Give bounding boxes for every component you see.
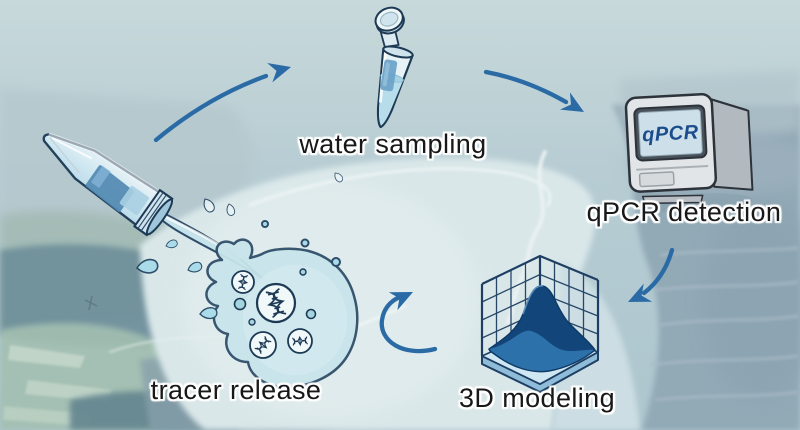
label-water-sampling: water sampling [299, 129, 487, 159]
gaussian-surface [488, 285, 596, 373]
device-screen-text: qPCR [642, 121, 700, 146]
water-streaks [649, 246, 799, 402]
label-3d-modeling: 3D modeling [459, 383, 615, 413]
hollow-droplets [203, 198, 236, 216]
cycle-arrows [153, 63, 675, 354]
qpcr-thermocycler-icon: qPCR [624, 93, 754, 213]
centrifuge-tube [42, 132, 174, 237]
tube-flip-cap [374, 6, 405, 48]
label-tracer-release: tracer release [150, 375, 322, 405]
label-qpcr-detection: qPCR detection [586, 197, 782, 227]
centrifuge-tube-splash-icon [42, 132, 359, 389]
3d-surface-plot-icon [480, 254, 600, 393]
sample-drawer [638, 171, 675, 188]
arrow-qpcr-to-modeling [628, 247, 675, 302]
microcentrifuge-tube-icon [334, 6, 414, 183]
device-screen [637, 109, 703, 157]
arrow-tracer-to-sampling [153, 63, 291, 143]
dna-capsules [231, 268, 317, 359]
arrow-sampling-to-qpcr [483, 69, 584, 112]
pylon-mark [84, 295, 98, 311]
arrow-modeling-to-tracer [379, 292, 438, 354]
splash-droplets [135, 220, 341, 320]
